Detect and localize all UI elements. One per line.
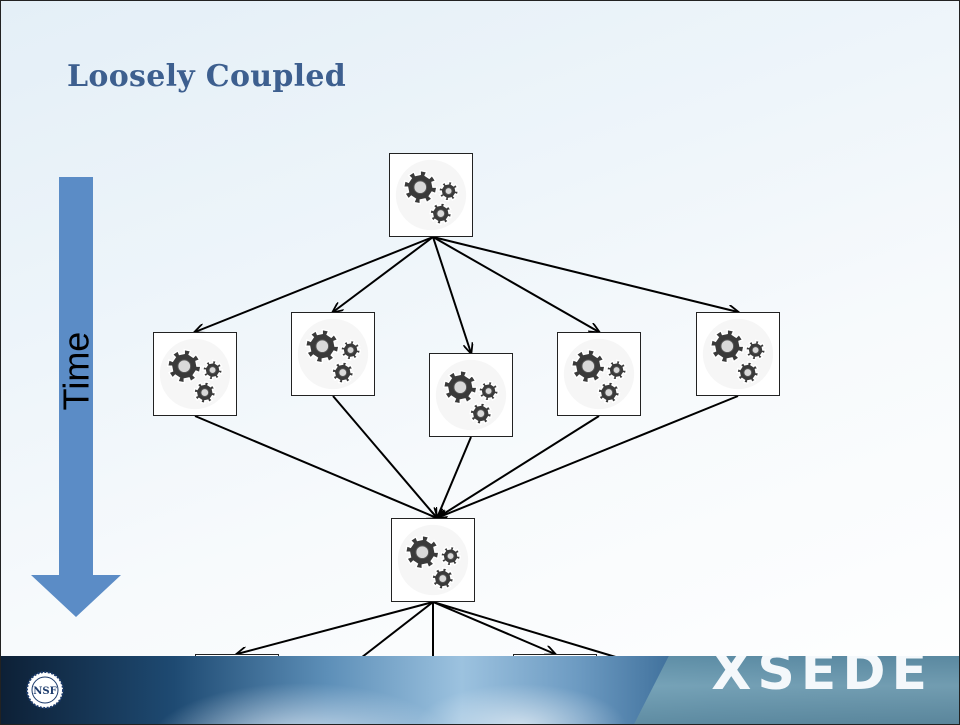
edge-join-to-next-1 [237,601,434,654]
edge-task-2-to-join [332,395,437,518]
xsede-logo: XSEDE [711,656,933,702]
gears-icon [297,318,369,390]
edge-root-to-task-2 [333,236,434,312]
edge-root-to-task-5 [432,236,738,312]
edge-task-4-to-join [437,415,600,518]
footer-panel [629,656,959,724]
gears-icon [397,524,469,596]
edge-root-to-task-1 [195,236,434,332]
nsf-logo-text: NSF [33,686,56,697]
node-task-3 [429,353,513,437]
node-root [389,153,473,237]
gears-icon [563,338,635,410]
edge-task-5-to-join [437,395,739,518]
edge-join-continuation-3 [432,601,630,662]
edge-join-continuation-1 [356,601,434,662]
edge-root-to-task-4 [432,236,599,332]
edge-root-to-task-3 [432,236,471,353]
node-join [391,518,475,602]
node-task-4 [557,332,641,416]
nsf-logo: NSF [26,671,64,709]
edge-join-to-next-2 [432,601,555,654]
node-task-5 [696,312,780,396]
edge-task-3-to-join [437,436,472,518]
gears-icon [702,318,774,390]
gears-icon [395,159,467,231]
slide-title: Loosely Coupled [67,59,346,94]
node-task-2 [291,312,375,396]
footer-banner: NSF XSEDE [1,656,959,724]
node-task-1 [153,332,237,416]
time-arrow [31,177,121,617]
gears-icon [159,338,231,410]
gears-icon [435,359,507,431]
edge-task-1-to-join [194,415,437,518]
